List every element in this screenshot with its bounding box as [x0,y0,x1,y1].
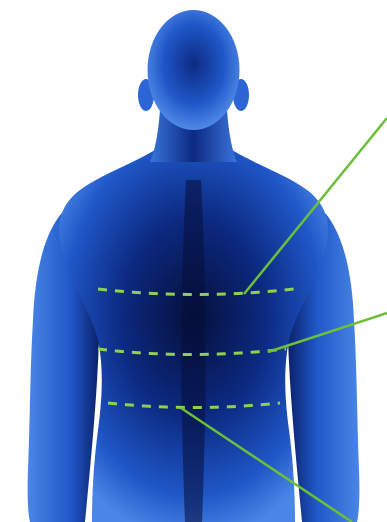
spine-shadow [181,180,206,522]
head [148,10,240,130]
